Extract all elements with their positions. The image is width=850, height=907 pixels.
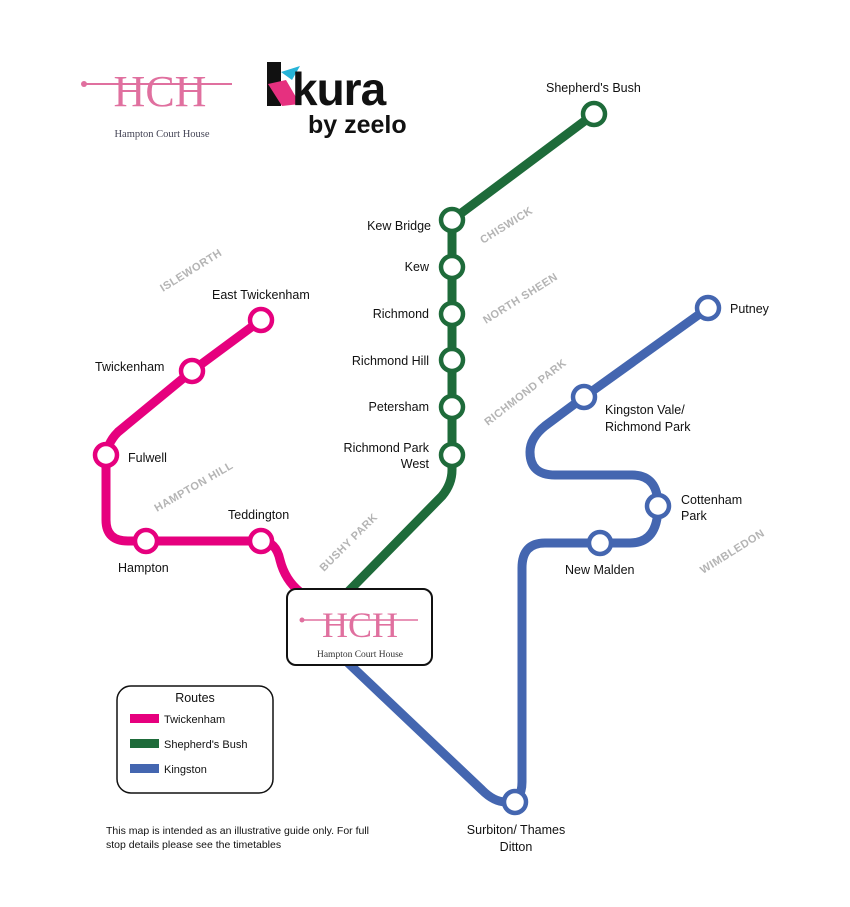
routes-kingston-stops-1: Kingston Vale/ (605, 403, 685, 417)
legend-swatch-twickenham (130, 714, 159, 723)
routes-kingston-stops-7: Ditton (500, 840, 533, 854)
area-hampton-hill: HAMPTON HILL (153, 460, 236, 515)
stop-fulwell[interactable] (92, 441, 120, 469)
logos-kura-tagline: by zeelo (308, 111, 407, 139)
routes-twickenham-stops-2: Fulwell (128, 451, 167, 465)
routes-kingston-stops-0: Putney (730, 302, 770, 316)
disclaimer-0: This map is intended as an illustrative … (106, 825, 370, 837)
stop-kew[interactable] (438, 253, 466, 281)
stop-hampton[interactable] (132, 527, 160, 555)
routes-twickenham-stops-1: Twickenham (95, 360, 164, 374)
route-line-kingston (341, 304, 711, 807)
legend-items-2: Kingston (164, 764, 207, 776)
legend-items-1: Shepherd's Bush (164, 739, 247, 751)
hub-caption: Hampton Court House (317, 650, 403, 660)
routes-shepherds-bush-stops-2: Kew (405, 260, 430, 274)
routes-shepherds-bush-stops-3: Richmond (373, 307, 429, 321)
routes-kingston-stops-4: Park (681, 509, 707, 523)
stop-teddington[interactable] (247, 527, 275, 555)
stop-east-twickenham[interactable] (247, 306, 275, 334)
routes-shepherds-bush-stops-4: Richmond Hill (352, 354, 429, 368)
routes-kingston-stops-6: Surbiton/ Thames (467, 823, 565, 837)
hub-hampton-court-house[interactable]: HCH Hampton Court House (286, 588, 433, 666)
area-chiswick: CHISWICK (478, 205, 535, 247)
stop-putney[interactable] (694, 294, 722, 322)
stop-twickenham[interactable] (178, 357, 206, 385)
legend-items-0: Twickenham (164, 714, 225, 726)
legend-swatch-shepherds-bush (130, 739, 159, 748)
stop-kew-bridge[interactable] (438, 206, 466, 234)
routes-kingston-stops-2: Richmond Park (605, 420, 691, 434)
disclaimer: This map is intended as an illustrative … (106, 824, 406, 852)
routes-twickenham-stops-3: Hampton (118, 561, 169, 575)
hampton-court-house-logo: HCH Hampton Court House (81, 67, 232, 140)
route-line-shepherds-bush (336, 110, 597, 604)
routes-kingston-stops-5: New Malden (565, 563, 635, 577)
logos-hch-monogram: HCH (114, 67, 207, 116)
stop-cottenham-park[interactable] (644, 492, 672, 520)
area-north-sheen: NORTH SHEEN (481, 271, 560, 327)
stop-new-malden[interactable] (586, 529, 614, 557)
routes-shepherds-bush-stops-1: Kew Bridge (367, 219, 431, 233)
routes-twickenham-stops-4: Teddington (228, 508, 289, 522)
area-wimbledon: WIMBLEDON (698, 527, 767, 576)
logos-kura-wordmark: kura (292, 63, 387, 115)
legend-swatch-kingston (130, 764, 159, 773)
routes-shepherds-bush-stops-6: Richmond Park (344, 441, 430, 455)
legend-title: Routes (175, 691, 215, 705)
disclaimer-1: stop details please see the timetables (106, 839, 282, 851)
stop-richmond-hill[interactable] (438, 346, 466, 374)
stop-richmond-park-west[interactable] (438, 441, 466, 469)
stop-richmond[interactable] (438, 300, 466, 328)
hub-monogram: HCH (322, 605, 398, 645)
routes-shepherds-bush-stops-5: Petersham (369, 400, 429, 414)
stop-shepherds-bush[interactable] (580, 100, 608, 128)
stop-kingston-vale[interactable] (570, 383, 598, 411)
routes-kingston-stops-3: Cottenham (681, 493, 742, 507)
stop-surbiton[interactable] (501, 788, 529, 816)
kura-logo: kura by zeelo (267, 62, 407, 139)
stop-petersham[interactable] (438, 393, 466, 421)
logos-hch-caption: Hampton Court House (114, 129, 209, 140)
routes-twickenham-stops-0: East Twickenham (212, 288, 310, 302)
legend: Routes Twickenham Shepherd's Bush Kingst… (116, 685, 274, 794)
routes-shepherds-bush-stops-0: Shepherd's Bush (546, 81, 641, 95)
routes-shepherds-bush-stops-7: West (401, 457, 430, 471)
